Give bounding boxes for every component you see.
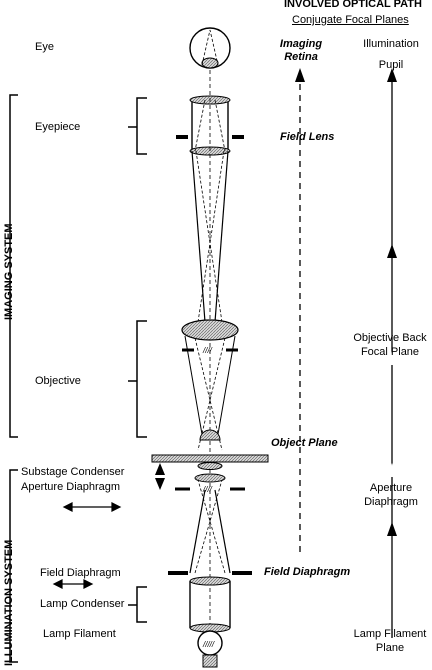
objective-bracket <box>128 320 147 438</box>
imaging-system-bracket <box>9 94 18 438</box>
field-diaphragm-adjust-arrow <box>52 579 94 589</box>
field-lens-label: Field Lens <box>280 131 335 143</box>
diagram-subtitle: Conjugate Focal Planes <box>292 14 409 26</box>
object-plane-label: Object Plane <box>271 437 338 449</box>
objective-back-label-1: Objective Back <box>353 332 427 344</box>
lamp-condenser-label: Lamp Condenser <box>40 598 125 610</box>
illumination-planes-arrow <box>387 68 397 638</box>
aperture-plane-label-2: Diaphragm <box>364 496 418 508</box>
aperture-diaphragm-label: Aperture Diaphragm <box>21 481 121 493</box>
eyepiece-bracket <box>128 97 147 155</box>
aperture-plane-label-1: Aperture <box>369 482 413 494</box>
stage-focus-arrow <box>155 463 165 490</box>
imaging-retina-label-1: Imaging <box>279 38 323 50</box>
eye-label: Eye <box>35 41 54 53</box>
illumination-system-label: ILLUMINATION SYSTEM <box>3 539 15 666</box>
svg-text:////: //// <box>202 346 213 355</box>
illumination-system-bracket <box>9 469 18 663</box>
objective-label: Objective <box>35 375 81 387</box>
aperture-adjust-arrow <box>62 502 122 512</box>
pupil-label: Pupil <box>378 59 404 71</box>
lamp-filament-plane-label-2: Plane <box>375 642 405 654</box>
eyepiece-label: Eyepiece <box>35 121 81 133</box>
imaging-system-label: IMAGING SYSTEM <box>3 223 15 320</box>
illumination-label: Illumination <box>363 38 419 50</box>
lamp-filament-plane-label-1: Lamp Filament <box>353 628 427 640</box>
svg-text:////: //// <box>202 485 213 494</box>
diagram-title: INVOLVED OPTICAL PATH <box>284 0 422 10</box>
imaging-retina-label-2: Retina <box>284 51 318 63</box>
optical-train: //// //// ///// <box>151 27 269 668</box>
lamp-filament-label: Lamp Filament <box>43 628 116 640</box>
field-diaphragm-label: Field Diaphragm <box>40 567 121 579</box>
lamp-condenser-bracket <box>128 586 147 623</box>
objective-back-label-2: Focal Plane <box>360 346 420 358</box>
imaging-planes-arrow <box>295 68 305 552</box>
svg-text://///: ///// <box>202 640 215 649</box>
substage-condenser-label: Substage Condenser <box>21 466 125 478</box>
field-diaphragm-plane-label: Field Diaphragm <box>264 566 351 578</box>
